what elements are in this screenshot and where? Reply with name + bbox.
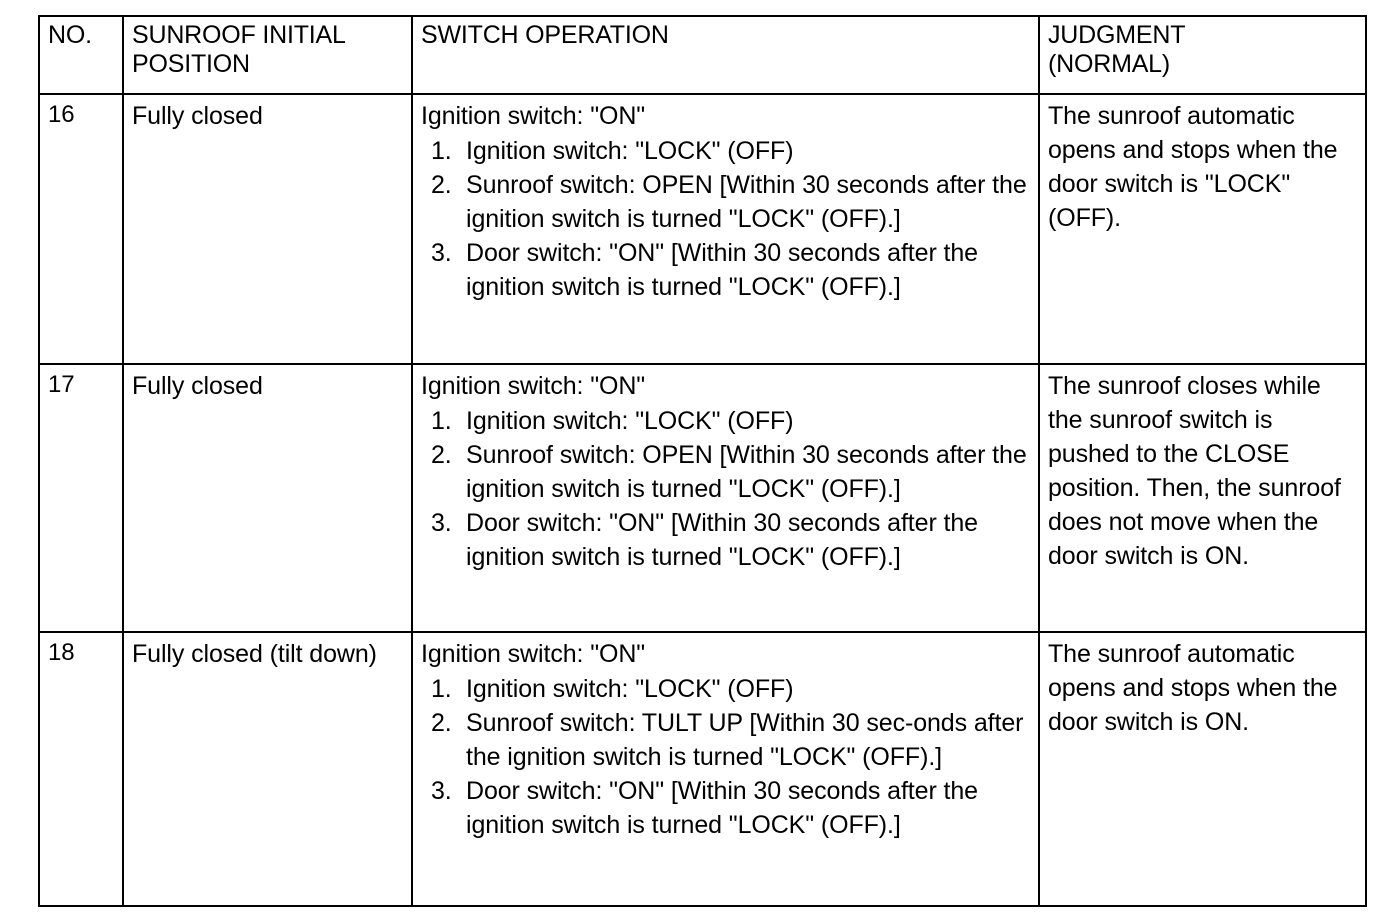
judgment-text: The sunroof closes while the sunroof swi… <box>1048 372 1341 570</box>
table-header-row: NO. SUNROOF INITIAL POSITION SWITCH OPER… <box>38 15 1367 95</box>
column-header-no: NO. <box>38 15 124 95</box>
table-row: 18 Fully closed (tilt down) Ignition swi… <box>38 631 1367 907</box>
operation-step-list: 1. Ignition switch: "LOCK" (OFF) 2. Sunr… <box>421 134 1031 304</box>
operation-lead-text: Ignition switch: "ON" <box>421 640 646 668</box>
position-text: Fully closed <box>132 102 263 130</box>
column-header-no-line-1: NO. <box>48 21 92 49</box>
step-number: 1. <box>431 675 452 703</box>
step-number: 2. <box>431 171 452 199</box>
table-row: 17 Fully closed Ignition switch: "ON" 1.… <box>38 363 1367 633</box>
cell-judgment: The sunroof closes while the sunroof swi… <box>1038 363 1367 633</box>
step-number: 3. <box>431 239 452 267</box>
column-header-judgment: JUDGMENT (NORMAL) <box>1038 15 1367 95</box>
step-number: 1. <box>431 137 452 165</box>
operation-step: 3. Door switch: "ON" [Within 30 seconds … <box>431 236 1031 304</box>
operation-step: 3. Door switch: "ON" [Within 30 seconds … <box>431 774 1031 842</box>
position-text: Fully closed (tilt down) <box>132 640 377 668</box>
cell-sunroof-initial-position: Fully closed <box>122 93 413 365</box>
cell-judgment: The sunroof automatic opens and stops wh… <box>1038 93 1367 365</box>
cell-switch-operation: Ignition switch: "ON" 1. Ignition switch… <box>411 93 1040 365</box>
step-text: Door switch: "ON" [Within 30 seconds aft… <box>466 777 978 839</box>
cell-sunroof-initial-position: Fully closed <box>122 363 413 633</box>
step-number: 1. <box>431 407 452 435</box>
step-text: Ignition switch: "LOCK" (OFF) <box>466 407 794 435</box>
operation-step: 1. Ignition switch: "LOCK" (OFF) <box>431 134 1031 168</box>
step-text: Sunroof switch: OPEN [Within 30 seconds … <box>466 171 1027 233</box>
column-header-judgment-line-2: (NORMAL) <box>1048 49 1171 78</box>
step-text: Ignition switch: "LOCK" (OFF) <box>466 137 794 165</box>
judgment-text: The sunroof automatic opens and stops wh… <box>1048 640 1338 736</box>
sunroof-inspection-table: NO. SUNROOF INITIAL POSITION SWITCH OPER… <box>38 15 1367 907</box>
table-body: 16 Fully closed Ignition switch: "ON" 1.… <box>38 93 1367 907</box>
operation-step-list: 1. Ignition switch: "LOCK" (OFF) 2. Sunr… <box>421 672 1031 842</box>
operation-step-list: 1. Ignition switch: "LOCK" (OFF) 2. Sunr… <box>421 404 1031 574</box>
cell-no: 18 <box>38 631 124 907</box>
step-text: Sunroof switch: OPEN [Within 30 seconds … <box>466 441 1027 503</box>
operation-step: 2. Sunroof switch: TULT UP [Within 30 se… <box>431 706 1031 774</box>
cell-sunroof-initial-position: Fully closed (tilt down) <box>122 631 413 907</box>
operation-step: 2. Sunroof switch: OPEN [Within 30 secon… <box>431 438 1031 506</box>
step-number: 2. <box>431 709 452 737</box>
step-number: 3. <box>431 777 452 805</box>
cell-no: 16 <box>38 93 124 365</box>
column-header-switch-operation: SWITCH OPERATION <box>411 15 1040 95</box>
column-header-position-line-1: SUNROOF INITIAL <box>132 21 346 49</box>
step-number: 3. <box>431 509 452 537</box>
operation-lead-text: Ignition switch: "ON" <box>421 102 646 130</box>
step-text: Door switch: "ON" [Within 30 seconds aft… <box>466 239 978 301</box>
cell-judgment: The sunroof automatic opens and stops wh… <box>1038 631 1367 907</box>
column-header-judgment-line-1: JUDGMENT <box>1048 21 1186 49</box>
step-text: Ignition switch: "LOCK" (OFF) <box>466 675 794 703</box>
operation-step: 1. Ignition switch: "LOCK" (OFF) <box>431 404 1031 438</box>
operation-step: 2. Sunroof switch: OPEN [Within 30 secon… <box>431 168 1031 236</box>
position-text: Fully closed <box>132 372 263 400</box>
table-header: NO. SUNROOF INITIAL POSITION SWITCH OPER… <box>38 15 1367 95</box>
cell-no: 17 <box>38 363 124 633</box>
step-number: 2. <box>431 441 452 469</box>
step-text: Sunroof switch: TULT UP [Within 30 sec-o… <box>466 709 1024 771</box>
step-text: Door switch: "ON" [Within 30 seconds aft… <box>466 509 978 571</box>
cell-switch-operation: Ignition switch: "ON" 1. Ignition switch… <box>411 631 1040 907</box>
operation-step: 3. Door switch: "ON" [Within 30 seconds … <box>431 506 1031 574</box>
judgment-text: The sunroof automatic opens and stops wh… <box>1048 102 1338 232</box>
column-header-sunroof-initial-position: SUNROOF INITIAL POSITION <box>122 15 413 95</box>
cell-switch-operation: Ignition switch: "ON" 1. Ignition switch… <box>411 363 1040 633</box>
column-header-position-line-2: POSITION <box>132 49 250 78</box>
table-row: 16 Fully closed Ignition switch: "ON" 1.… <box>38 93 1367 365</box>
column-header-operation-line-1: SWITCH OPERATION <box>421 21 669 49</box>
operation-step: 1. Ignition switch: "LOCK" (OFF) <box>431 672 1031 706</box>
operation-lead-text: Ignition switch: "ON" <box>421 372 646 400</box>
